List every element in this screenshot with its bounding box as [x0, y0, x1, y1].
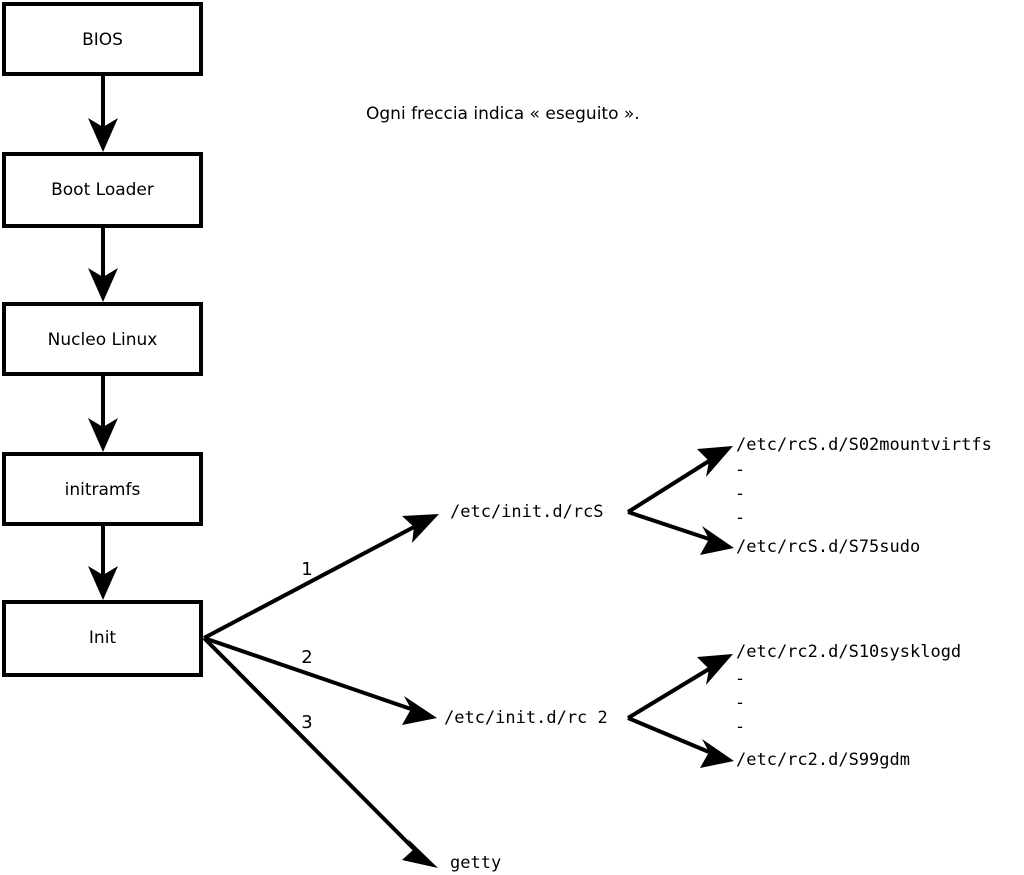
boot-stage-label-nucleo-linux: Nucleo Linux [48, 330, 158, 350]
init-branch-1: 1 [203, 514, 439, 640]
rc2-ellipsis-dash-3: - [735, 717, 745, 737]
rcs-last-script-label: /etc/rcS.d/S75sudo [736, 537, 920, 557]
boot-stage-label-bios: BIOS [82, 30, 123, 50]
init-branch-number-2: 2 [301, 647, 312, 668]
rcs-first-script-label: /etc/rcS.d/S02mountvirtfs [736, 435, 992, 455]
rc2-last-script-label: /etc/rc2.d/S99gdm [736, 750, 910, 770]
arrow-rc2-to-first [626, 654, 733, 720]
rcs-ellipsis-dash-3: - [735, 508, 745, 528]
branch-target-rcs: /etc/init.d/rcS [450, 502, 604, 522]
arrow-rc2-to-last [627, 716, 734, 768]
branch-target-rc2: /etc/init.d/rc 2 [444, 708, 608, 728]
boot-stage-init[interactable]: Init [2, 600, 203, 677]
boot-stage-boot-loader[interactable]: Boot Loader [2, 152, 203, 228]
rcs-fanout-arrows [626, 446, 734, 555]
boot-stage-label-boot-loader: Boot Loader [51, 180, 154, 200]
init-branch-number-3: 3 [301, 712, 312, 733]
rcs-ellipsis-dash-2: - [735, 484, 745, 504]
rc2-ellipsis-dash-1: - [735, 669, 745, 689]
rc2-fanout-arrows [626, 654, 734, 768]
rcs-ellipsis-dash-1: - [735, 460, 745, 480]
arrow-bootloader-to-kernel [88, 228, 118, 302]
branch-target-getty: getty [450, 853, 501, 873]
arrow-rcs-to-first [626, 446, 733, 514]
rc2-ellipsis-dash-2: - [735, 693, 745, 713]
init-branch-3: 3 [202, 636, 438, 868]
boot-stage-nucleo-linux[interactable]: Nucleo Linux [2, 302, 203, 376]
arrow-rcs-to-last [627, 510, 734, 555]
arrow-initramfs-to-init [88, 526, 118, 600]
diagram-note: Ogni freccia indica « eseguito ». [366, 104, 640, 124]
vertical-flow-arrows [88, 76, 118, 600]
boot-stage-bios[interactable]: BIOS [2, 2, 203, 76]
boot-stage-label-init: Init [89, 628, 117, 648]
init-branch-number-1: 1 [301, 559, 312, 580]
arrow-bios-to-bootloader [88, 76, 118, 152]
init-branch-2: 2 [203, 636, 437, 725]
boot-stage-initramfs[interactable]: initramfs [2, 452, 203, 526]
arrow-kernel-to-initramfs [88, 376, 118, 452]
boot-stage-label-initramfs: initramfs [65, 480, 141, 500]
rc2-first-script-label: /etc/rc2.d/S10sysklogd [736, 642, 961, 662]
